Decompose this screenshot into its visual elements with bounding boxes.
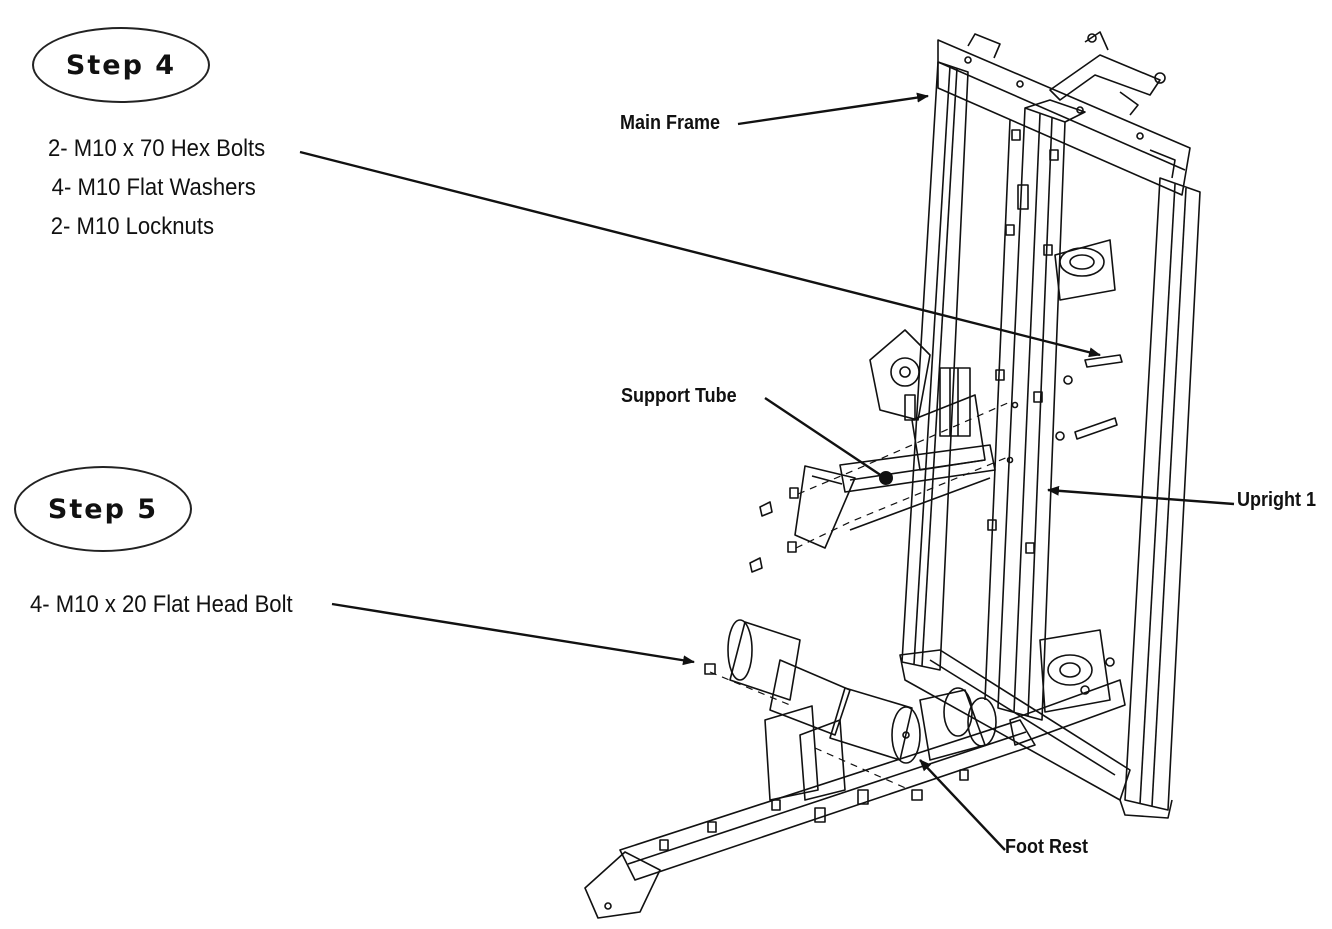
step-4-badge: Step 4: [32, 27, 210, 103]
arrow-upright: [1047, 485, 1235, 506]
part-item: 2- M10 x 70 Hex Bolts: [48, 135, 266, 162]
hex-bolts: [749, 354, 1123, 573]
foot-rest-part: [584, 619, 1126, 919]
arrow-foot-rest: [919, 759, 1006, 851]
callout-upright-1: Upright 1: [1237, 489, 1317, 511]
step-5-part-item: 4- M10 x 20 Flat Head Bolt: [30, 591, 293, 618]
step-5-badge: Step 5: [14, 466, 192, 552]
arrow-main-frame: [737, 92, 929, 126]
support-tube-dot: [879, 471, 893, 485]
callout-main-frame: Main Frame: [620, 112, 721, 134]
support-tube-part: [794, 329, 996, 549]
callout-foot-rest: Foot Rest: [1005, 836, 1088, 858]
part-item: 2- M10 Locknuts: [50, 213, 214, 240]
roller-pads: [727, 619, 997, 764]
arrow-support-tube: [764, 397, 886, 479]
step-4-label: Step 4: [65, 49, 177, 81]
step-4-parts-list: 2- M10 x 70 Hex Bolts 4- M10 Flat Washer…: [48, 129, 265, 246]
callout-support-tube: Support Tube: [621, 385, 737, 407]
main-frame-part: [899, 31, 1201, 819]
arrow-flat-head-bolt: [331, 602, 695, 666]
assembly-guide-lines: [709, 401, 1011, 791]
leader-arrows: [299, 92, 1235, 851]
part-item: 4- M10 Flat Washers: [51, 174, 256, 201]
arrow-hex-bolts: [299, 150, 1101, 358]
step-5-label: Step 5: [47, 493, 159, 525]
upright-1-part: [984, 99, 1086, 721]
